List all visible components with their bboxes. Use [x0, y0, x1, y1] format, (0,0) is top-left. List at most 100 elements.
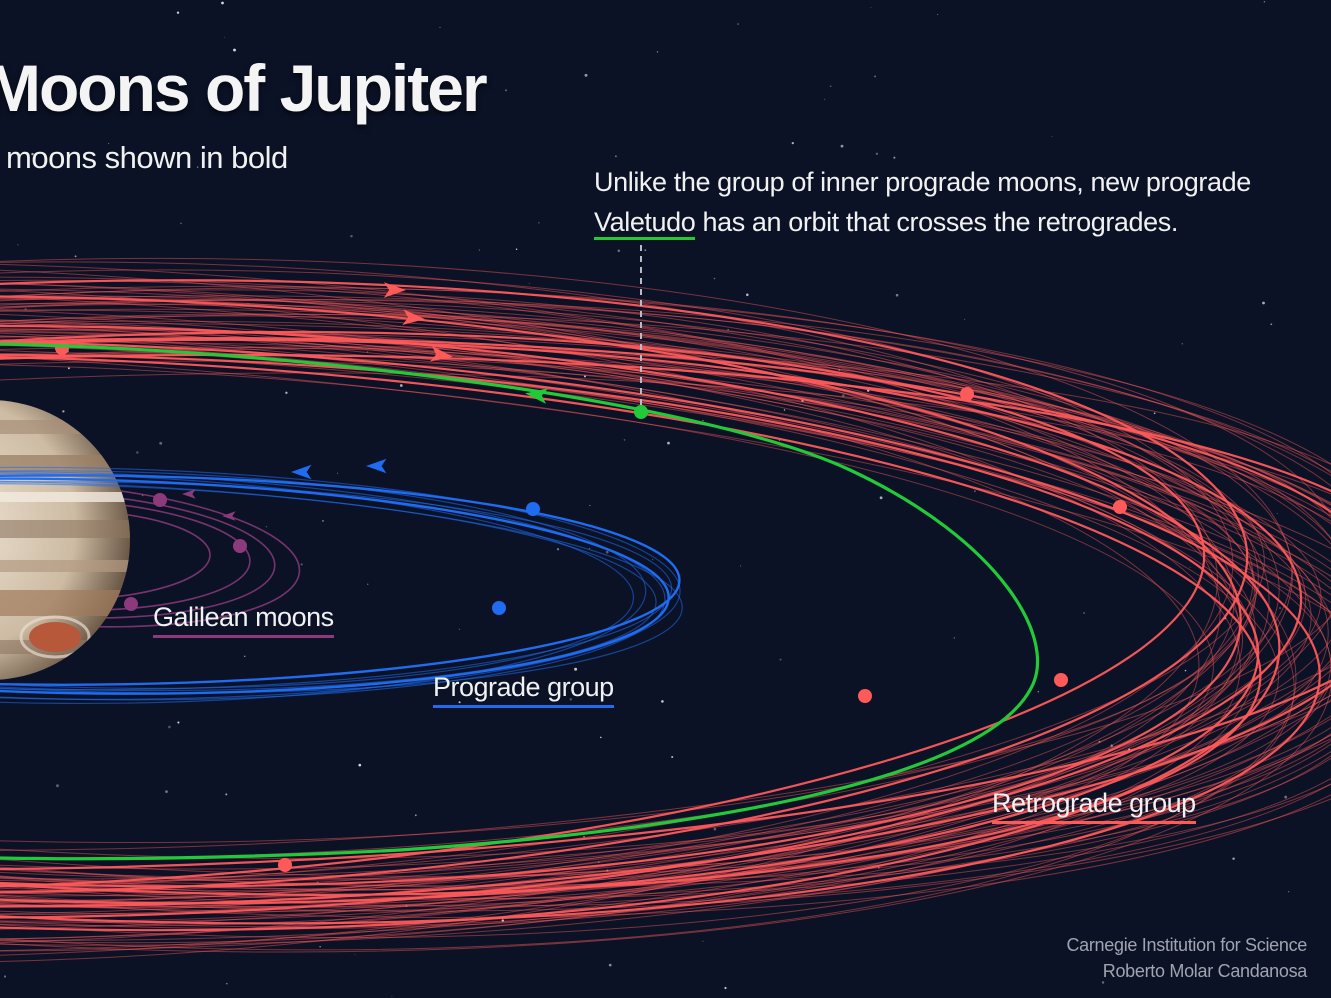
retrograde-orbit	[0, 315, 1254, 907]
star	[605, 550, 609, 554]
star	[1262, 301, 1265, 305]
star	[746, 293, 749, 297]
retrograde-orbit	[0, 323, 1331, 924]
star	[623, 439, 626, 441]
star	[841, 394, 845, 397]
star	[515, 248, 518, 250]
retrograde-orbit	[0, 285, 1241, 908]
star	[584, 375, 586, 378]
retrograde-label: Retrograde group	[992, 788, 1196, 824]
star	[652, 559, 654, 561]
moon-dot	[526, 502, 540, 516]
star	[1067, 410, 1069, 412]
star	[366, 351, 369, 353]
star	[606, 869, 609, 872]
direction-arrow-icon	[366, 458, 387, 474]
retrograde-orbit	[0, 320, 1331, 941]
star	[196, 166, 199, 168]
credit-author: Roberto Molar Candanosa	[1102, 961, 1308, 981]
retrograde-orbit	[0, 330, 1206, 891]
direction-arrow-icon	[429, 346, 453, 362]
star	[300, 563, 303, 566]
valetudo-orbit-path	[0, 342, 1040, 861]
star	[102, 878, 104, 880]
star	[713, 277, 716, 280]
retrograde-orbit	[0, 287, 1331, 959]
moon-dot	[278, 858, 292, 872]
star	[614, 155, 617, 158]
annotation-line-1: Unlike the group of inner prograde moons…	[594, 167, 1251, 197]
star	[1181, 343, 1183, 345]
star	[321, 519, 325, 522]
star	[316, 881, 319, 884]
star	[824, 98, 826, 100]
star	[584, 73, 588, 77]
retrograde-orbit	[0, 309, 1331, 903]
retrograde-orbit	[0, 332, 1331, 851]
star	[702, 940, 704, 942]
retrograde-orbit	[0, 295, 1331, 952]
retrograde-orbit	[0, 303, 1280, 916]
star	[168, 725, 171, 729]
star	[225, 793, 228, 796]
star	[974, 490, 976, 492]
star	[501, 919, 505, 922]
star	[964, 318, 966, 320]
star	[247, 302, 249, 304]
retrograde-orbit	[0, 362, 1214, 885]
star	[671, 755, 674, 759]
star	[405, 904, 408, 907]
star	[233, 48, 236, 52]
prograde-label: Prograde group	[433, 672, 614, 708]
star	[399, 384, 403, 387]
star	[528, 282, 530, 284]
galilean-label: Galilean moons	[153, 602, 334, 638]
prograde-orbits	[0, 458, 683, 705]
star	[644, 249, 647, 251]
prograde-orbit	[0, 480, 683, 694]
star	[319, 946, 321, 948]
star	[1104, 177, 1106, 179]
retrograde-orbit	[0, 327, 1331, 880]
star	[608, 963, 612, 967]
retrograde-orbit	[0, 341, 1331, 880]
star	[1263, 1, 1266, 3]
retrograde-orbit	[0, 279, 1249, 894]
star	[177, 721, 180, 724]
star	[244, 655, 246, 657]
retrograde-orbit	[0, 288, 1329, 892]
star	[953, 637, 955, 639]
star	[24, 308, 27, 311]
star	[265, 525, 268, 528]
star	[337, 472, 338, 474]
star	[829, 85, 832, 88]
retrograde-orbit	[0, 308, 1331, 908]
star	[656, 51, 659, 53]
star	[74, 255, 77, 258]
star	[569, 698, 573, 701]
moon-dot	[233, 539, 247, 553]
star	[108, 143, 110, 145]
star	[3, 975, 7, 978]
retrograde-orbit	[0, 313, 1259, 946]
star	[895, 293, 899, 297]
retrograde-orbit	[0, 345, 1265, 892]
star	[702, 420, 704, 422]
star	[879, 496, 883, 500]
star	[221, 1, 224, 5]
moon-dot	[55, 341, 69, 355]
retrograde-orbit	[0, 298, 1331, 897]
retrograde-orbit	[0, 298, 1331, 941]
retrograde-orbit	[0, 327, 1331, 907]
retrograde-orbit	[0, 318, 1331, 899]
star	[737, 23, 739, 25]
star	[878, 867, 880, 869]
star	[724, 986, 727, 990]
star	[1153, 412, 1156, 415]
star	[439, 27, 441, 28]
retrograde-orbit	[0, 289, 1218, 964]
star	[62, 410, 65, 413]
star	[937, 14, 939, 16]
direction-arrow-icon	[402, 309, 425, 325]
star	[1279, 607, 1281, 609]
